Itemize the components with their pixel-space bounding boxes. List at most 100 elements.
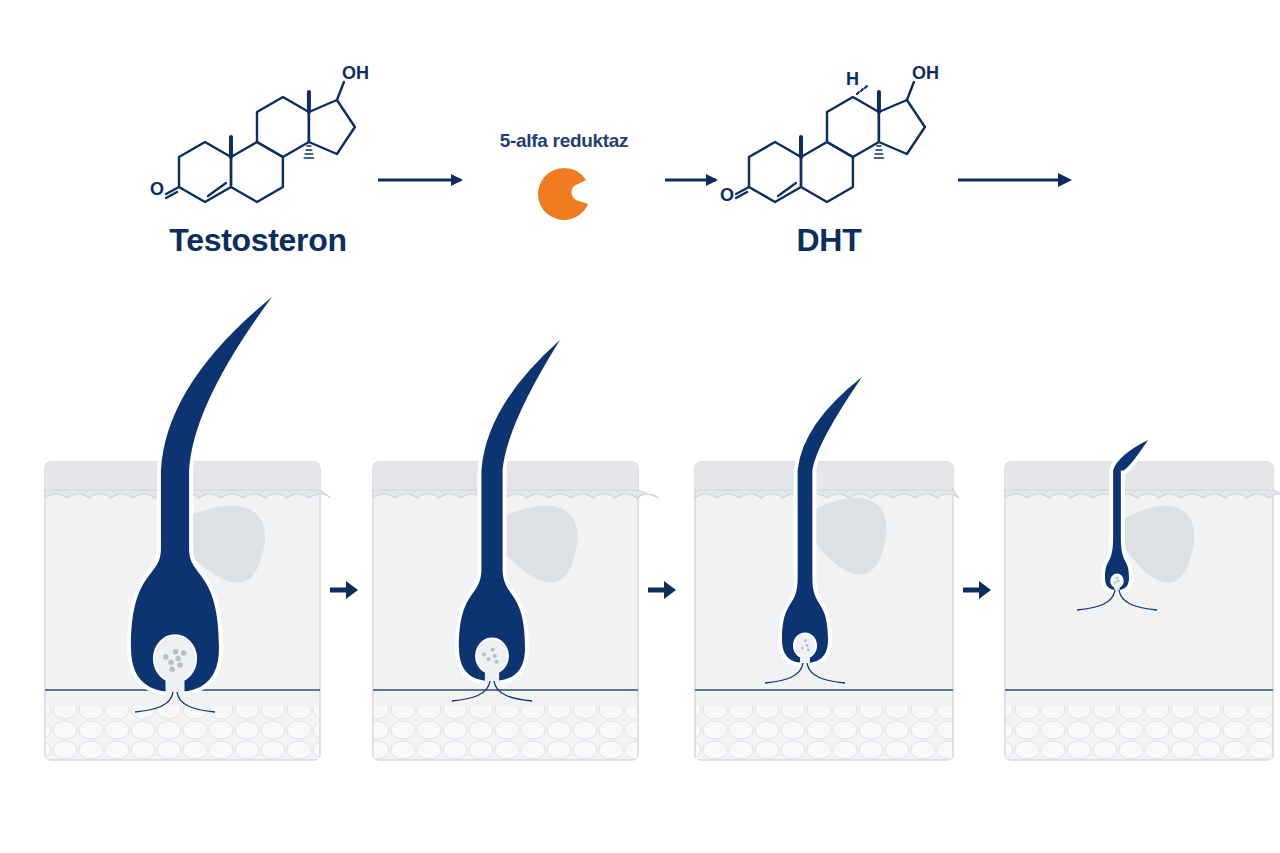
molecule-node: DHT [720,50,938,265]
molecule-name: DHT [720,222,938,259]
epidermis [1005,462,1273,490]
papilla-stalk [485,656,499,689]
reaction-arrow [378,179,461,182]
stage-arrow [330,588,348,593]
cell-dot [168,659,173,664]
arrow-line [958,179,1062,182]
vessel [1119,590,1157,610]
vessel [177,692,215,712]
cell-dot [493,654,497,658]
stage-arrow [963,588,981,593]
dermis-line [1005,490,1280,498]
fat-layer [1006,706,1272,759]
sebaceous-gland [813,498,887,575]
atom-label: OH [342,64,369,82]
bond [861,89,863,91]
dermis-boundary [1005,689,1273,691]
ring [801,142,853,202]
bond [307,92,311,112]
skin-panel [695,377,959,760]
ring [827,97,879,157]
sebaceous-gland [1125,506,1194,583]
sebaceous-gland [500,506,578,583]
molecule-node: Testosteron [140,50,376,265]
testosterone-molecule [166,82,355,202]
cell-dot [482,652,486,656]
enzyme-node: 5-alfa reduktaz [465,124,663,234]
cell-dot [494,660,498,664]
enzyme-icon [534,164,594,224]
bond [877,92,881,112]
ring [879,100,925,154]
bond [877,145,881,147]
vessel [452,681,490,701]
atom-label: O [720,186,734,204]
hair [1105,440,1148,590]
cell-dot [801,647,804,650]
atom-label: OH [912,64,939,82]
cell-dot [490,648,494,652]
bond [306,149,312,151]
hair [459,340,560,681]
follicle-panels [45,297,1280,760]
cell-dot [1114,581,1116,583]
ring [309,100,355,154]
atom-label: H [846,70,859,88]
skin-block [1005,462,1273,760]
follicle-sheath [1105,440,1148,590]
papilla-stalk [165,659,184,703]
cell-dot [1117,580,1119,582]
epidermis [695,462,953,490]
stage-arrow-head [979,581,991,599]
follicle-sheath [782,377,862,663]
skin-panel [1005,440,1280,760]
ring [257,97,309,157]
vessel [1077,590,1115,610]
bond [736,192,747,198]
bond [307,145,311,147]
cell-dot [181,650,186,655]
dht-molecule [736,82,925,202]
ring [231,142,283,202]
cell-dot [163,654,168,659]
cell-dot [486,657,490,661]
bond [229,137,233,157]
bond [778,183,796,196]
ring [179,142,231,202]
bond [208,183,226,196]
vessel [807,663,845,683]
bond [166,192,177,198]
reaction-arrow [665,179,716,182]
cell-dot [175,656,180,661]
bond [304,157,313,159]
molecule-name: Testosteron [140,222,376,259]
stage-arrow-head [346,581,358,599]
fat-layer [46,706,319,759]
ring [749,142,801,202]
fat-layer [374,706,637,759]
stage-arrow [648,588,666,593]
enzyme-shape [538,168,588,220]
bond [865,86,867,88]
hair [782,377,862,663]
cell-dot [177,662,182,667]
dermis-boundary [373,689,638,691]
bond [874,157,883,159]
bond [907,82,914,100]
bond [337,82,344,100]
cell-dot [1116,577,1118,579]
vessel [765,663,803,683]
vessel [135,692,173,712]
stage-arrow-head [664,581,676,599]
dermis-line [373,490,659,498]
skin-panel [373,340,659,760]
bond [305,153,312,155]
bond [857,92,859,94]
bond [875,153,882,155]
atom-label: O [150,180,164,198]
bond [876,149,882,151]
follicle-sheath [131,297,272,692]
cell-dot [804,639,807,642]
